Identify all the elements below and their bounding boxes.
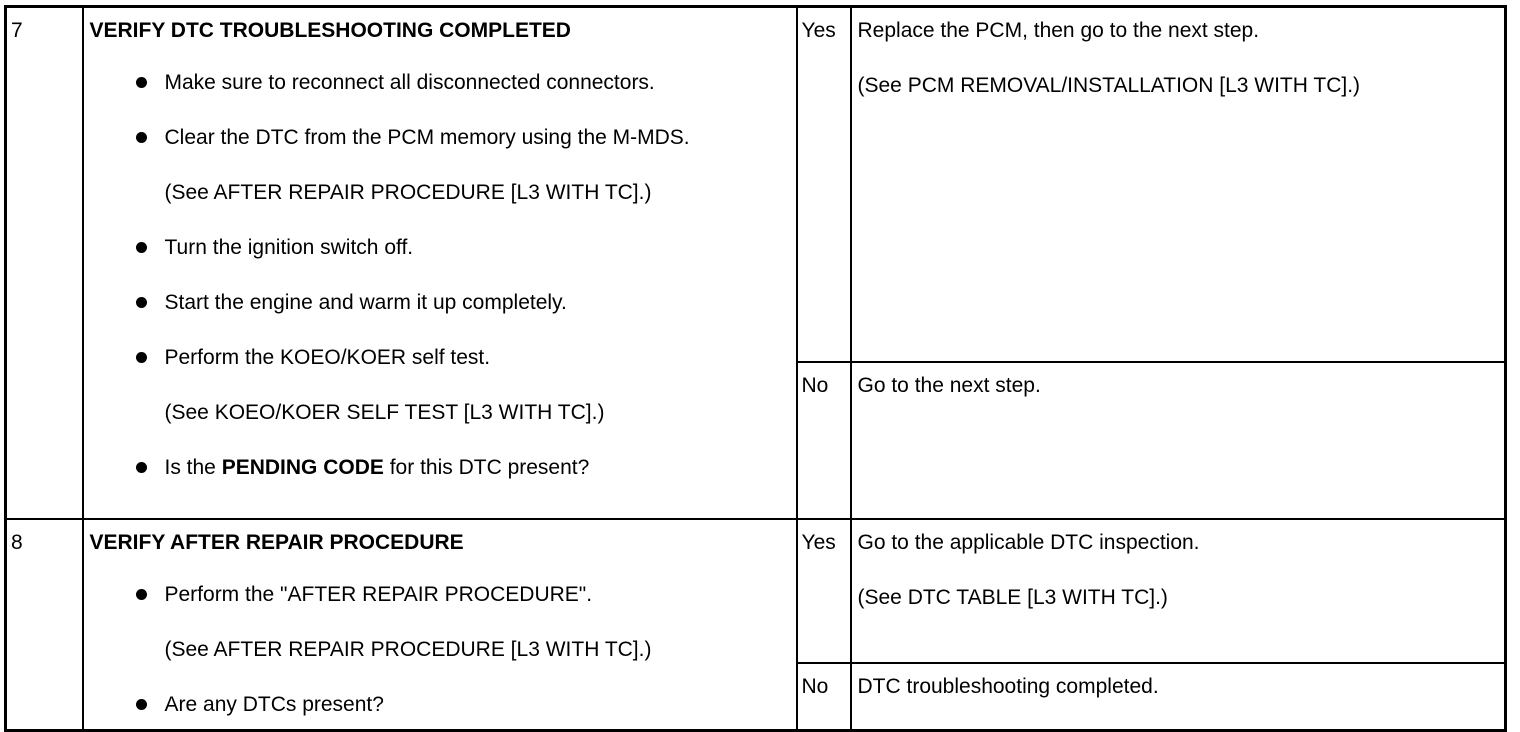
step-8-title: VERIFY AFTER REPAIR PROCEDURE [89, 530, 464, 554]
bullet-dot-icon [135, 698, 147, 710]
step-7-bullet-reconnect: Make sure to reconnect all disconnected … [90, 70, 790, 96]
step-7-question: Is the PENDING CODE for this DTC present… [90, 455, 790, 481]
step-7-yes-row: 7 VERIFY DTC TROUBLESHOOTING COMPLETED M… [4, 5, 1507, 520]
bullet-dot-icon [135, 242, 147, 253]
step-7-yes-line-1: Replace the PCM, then go to the next ste… [857, 19, 1260, 42]
step-8-no-action: DTC troubleshooting completed. [849, 661, 1507, 731]
pending-code-emphasis: PENDING CODE [221, 456, 384, 479]
step-7-bullet-ignition-off: Turn the ignition switch off. [90, 235, 790, 261]
troubleshooting-table: 7 VERIFY DTC TROUBLESHOOTING COMPLETED M… [4, 5, 1507, 732]
step-7-number: 7 [4, 5, 84, 520]
step-8-bullet-after-repair: Perform the "AFTER REPAIR PROCEDURE". [90, 582, 790, 608]
step-7-no-row: No Go to the next step. [6, 360, 1507, 520]
step-8-no-label: No [795, 661, 852, 731]
step-8-number: 8 [4, 517, 84, 731]
step-8-yes-line-2: (See DTC TABLE [L3 WITH TC].) [857, 585, 1168, 609]
step-8-no-row: No DTC troubleshooting completed. [6, 661, 1507, 731]
bullet-dot-icon [135, 588, 147, 600]
step-8-yes-row: 8 VERIFY AFTER REPAIR PROCEDURE Perform … [4, 517, 1507, 731]
step-7-title: VERIFY DTC TROUBLESHOOTING COMPLETED [89, 19, 571, 42]
step-7-yes-label: Yes [795, 5, 852, 363]
step-7-no-label: No [795, 360, 852, 520]
step-8-inspection: VERIFY AFTER REPAIR PROCEDURE Perform th… [81, 517, 798, 731]
step-7-note-self-test: (See KOEO/KOER SELF TEST [L3 WITH TC].) [164, 401, 605, 424]
step-7-bullet-self-test: Perform the KOEO/KOER self test. [90, 345, 790, 371]
bullet-dot-icon [135, 297, 147, 308]
step-7-no-line-1: Go to the next step. [857, 373, 1041, 397]
bullet-dot-icon [135, 77, 147, 88]
bullet-dot-icon [135, 352, 147, 363]
step-8-note-after-repair: (See AFTER REPAIR PROCEDURE [L3 WITH TC]… [164, 637, 652, 661]
bullet-dot-icon [135, 132, 147, 143]
step-8-yes-action: Go to the applicable DTC inspection. (Se… [849, 517, 1507, 664]
step-7-yes-line-2: (See PCM REMOVAL/INSTALLATION [L3 WITH T… [857, 74, 1361, 97]
step-8-question: Are any DTCs present? [90, 692, 790, 718]
step-8-yes-line-1: Go to the applicable DTC inspection. [857, 530, 1200, 554]
step-7-no-action: Go to the next step. [849, 360, 1507, 520]
step-7-bullet-clear-dtc: Clear the DTC from the PCM memory using … [90, 125, 725, 151]
step-8-yes-label: Yes [795, 517, 852, 664]
step-7-note-after-repair: (See AFTER REPAIR PROCEDURE [L3 WITH TC]… [164, 181, 652, 204]
step-7-yes-action: Replace the PCM, then go to the next ste… [849, 5, 1507, 363]
step-7-inspection: VERIFY DTC TROUBLESHOOTING COMPLETED Mak… [81, 5, 798, 520]
step-8-no-line-1: DTC troubleshooting completed. [857, 674, 1159, 698]
bullet-dot-icon [135, 462, 147, 473]
step-7-bullet-warm-engine: Start the engine and warm it up complete… [90, 290, 790, 316]
